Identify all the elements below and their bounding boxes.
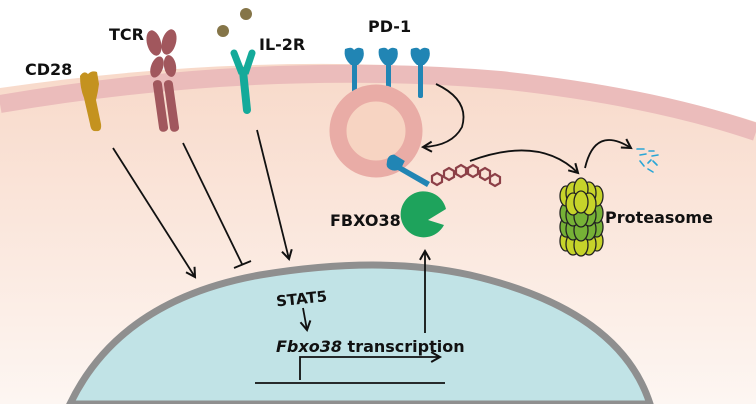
peptide-fragments [636, 148, 659, 173]
cell-membrane [0, 64, 756, 141]
endosome [329, 84, 423, 178]
cd28-label: CD28 [25, 60, 72, 79]
cd28-shape [80, 71, 102, 132]
proteasome-to-fragments-arrow [584, 138, 633, 169]
ubiquitin-to-proteasome-arrow [469, 149, 580, 175]
stat5-label: STAT5 [275, 287, 328, 310]
cd28-receptor[interactable] [80, 71, 102, 132]
cd28-to-nucleus-arrow [112, 147, 197, 279]
proteasome [559, 177, 604, 257]
il2-ligand [217, 25, 229, 37]
transcription-text: transcription [342, 337, 465, 356]
gene-transcription-label: Fbxo38 transcription [276, 337, 465, 356]
il2r-receptor[interactable] [230, 49, 256, 114]
fbxo38-label: FBXO38 [330, 211, 401, 230]
fbxo38-shape [400, 191, 446, 238]
proteasome-label: Proteasome [605, 208, 713, 227]
nucleus [66, 261, 654, 404]
nucleus-body [66, 261, 654, 404]
ubiquitin-chain [430, 163, 502, 188]
tcr-inhibition-bar [233, 260, 252, 269]
pd1-label: PD-1 [368, 17, 411, 36]
arrows [112, 83, 633, 384]
internalized-pd1 [386, 154, 430, 187]
il2-ligand [240, 8, 252, 20]
il2r-label: IL-2R [259, 35, 305, 54]
gene-name: Fbxo38 [276, 337, 342, 356]
pd1-receptor[interactable] [410, 47, 430, 98]
transcription-start-arrow [299, 351, 443, 380]
stat5-to-transcription-arrow [299, 307, 312, 332]
il2r-to-nucleus-arrow [256, 129, 293, 261]
pd1-internalization-arrow [420, 83, 465, 153]
tcr-label: TCR [109, 25, 144, 44]
tcr-to-nucleus-inhibition [182, 142, 243, 265]
tcr-receptor[interactable] [144, 28, 180, 133]
